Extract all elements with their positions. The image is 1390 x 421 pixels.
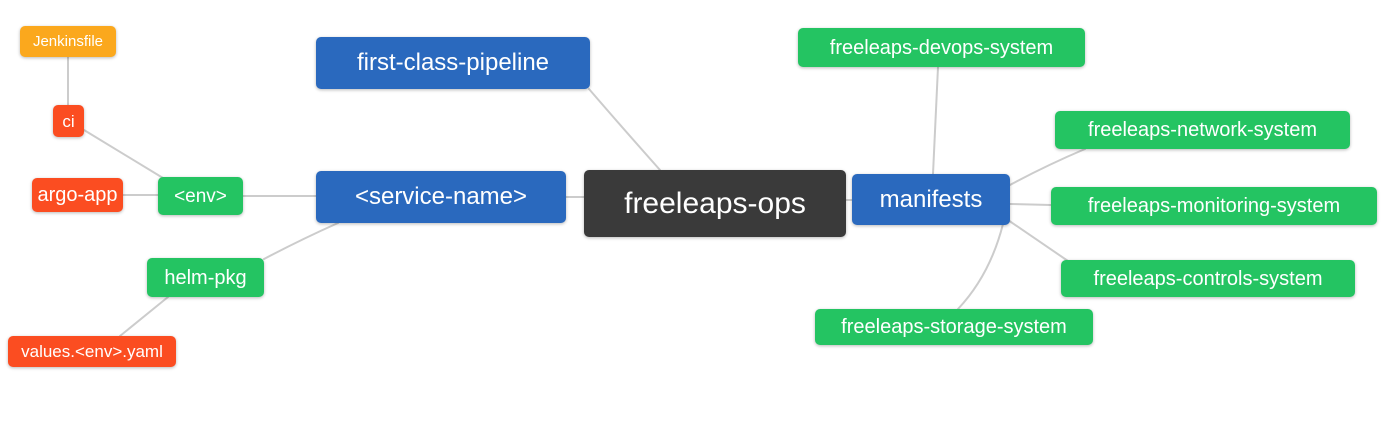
node-storage-system[interactable]: freeleaps-storage-system — [815, 309, 1093, 345]
node-argo-app[interactable]: argo-app — [32, 178, 123, 212]
node-monitoring-system[interactable]: freeleaps-monitoring-system — [1051, 187, 1377, 225]
node-manifests[interactable]: manifests — [852, 174, 1010, 225]
edge-manifests-monitoring — [1009, 203, 1052, 206]
edge-service-name-helm-pkg — [263, 222, 339, 260]
edge-ci-env — [83, 129, 164, 179]
node-helm-pkg[interactable]: helm-pkg — [147, 258, 264, 297]
edge-manifests-devops — [932, 66, 939, 175]
node-ci[interactable]: ci — [53, 105, 84, 137]
node-first-class-pipeline[interactable]: first-class-pipeline — [316, 37, 590, 89]
node-values-env-yaml[interactable]: values.<env>.yaml — [8, 336, 176, 367]
edge-manifests-network — [1007, 148, 1086, 187]
node-env[interactable]: <env> — [158, 177, 243, 215]
edge-first-class-pipeline-root — [588, 88, 661, 171]
edge-helm-pkg-values — [119, 296, 169, 337]
edge-manifests-storage — [957, 223, 1004, 310]
node-network-system[interactable]: freeleaps-network-system — [1055, 111, 1350, 149]
node-devops-system[interactable]: freeleaps-devops-system — [798, 28, 1085, 67]
node-jenkinsfile[interactable]: Jenkinsfile — [20, 26, 116, 57]
node-controls-system[interactable]: freeleaps-controls-system — [1061, 260, 1355, 297]
node-root[interactable]: freeleaps-ops — [584, 170, 846, 237]
node-service-name[interactable]: <service-name> — [316, 171, 566, 223]
edge-manifests-controls — [1007, 219, 1069, 262]
